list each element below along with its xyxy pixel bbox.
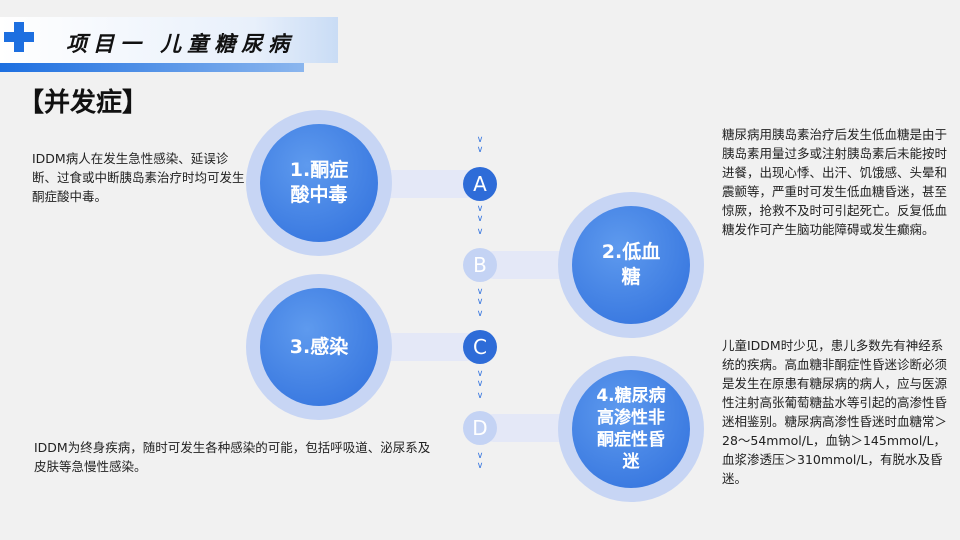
chevron-down-icon: ∨ (476, 204, 484, 214)
circle-hyperosmolar: 4.糖尿病 高渗性非 酮症性昏 迷 (572, 370, 690, 488)
chevron-down-icon: ∨ (476, 379, 484, 389)
chevron-down-icon: ∨ (476, 214, 484, 224)
circle-hypoglycemia: 2.低血 糖 (572, 206, 690, 324)
circle-label-a: 1.酮症 酸中毒 (289, 159, 349, 206)
desc-hypoglycemia: 糖尿病用胰岛素治疗后发生低血糖是由于胰岛素用量过多或注射胰岛素后未能按时进餐，出… (722, 127, 948, 237)
chevron-down-icon: ∨ (476, 461, 484, 471)
node-letter-a: A (473, 172, 487, 196)
circle-ketoacidosis: 1.酮症 酸中毒 (260, 124, 378, 242)
chevron-down-icon: ∨ (476, 309, 484, 319)
desc-infection: IDDM为终身疾病，随时可发生各种感染的可能，包括呼吸道、泌尿系及皮肤等急慢性感… (34, 440, 431, 474)
node-letter-b: B (473, 253, 487, 277)
node-a: A (463, 167, 497, 201)
node-letter-c: C (473, 335, 487, 359)
header-banner (0, 17, 338, 63)
chevron-down-icon: ∨ (476, 297, 484, 307)
circle-infection: 3.感染 (260, 288, 378, 406)
circle-label-d: 4.糖尿病 高渗性非 酮症性昏 迷 (596, 385, 666, 473)
chevron-down-icon: ∨ (476, 145, 484, 155)
node-d: D (463, 411, 497, 445)
circle-label-b: 2.低血 糖 (601, 241, 661, 288)
circle-label-c: 3.感染 (289, 335, 349, 358)
header-underline (0, 63, 304, 72)
medical-cross-icon (4, 22, 34, 52)
chevron-down-icon: ∨ (476, 227, 484, 237)
node-c: C (463, 330, 497, 364)
node-b: B (463, 248, 497, 282)
desc-ketoacidosis: IDDM病人在发生急性感染、延误诊断、过食或中断胰岛素治疗时均可发生酮症酸中毒。 (32, 151, 245, 204)
section-title: 【并发症】 (18, 88, 149, 118)
page-title: 项目一 儿童糖尿病 (66, 31, 296, 56)
chevron-down-icon: ∨ (476, 287, 484, 297)
node-letter-d: D (472, 416, 488, 440)
chevron-down-icon: ∨ (476, 391, 484, 401)
chevron-down-icon: ∨ (476, 451, 484, 461)
chevron-down-icon: ∨ (476, 135, 484, 145)
desc-hyperosmolar: 儿童IDDM时少见，患儿多数先有神经系统的疾病。高血糖非酮症性昏迷诊断必须是发生… (722, 338, 948, 486)
chevron-down-icon: ∨ (476, 369, 484, 379)
